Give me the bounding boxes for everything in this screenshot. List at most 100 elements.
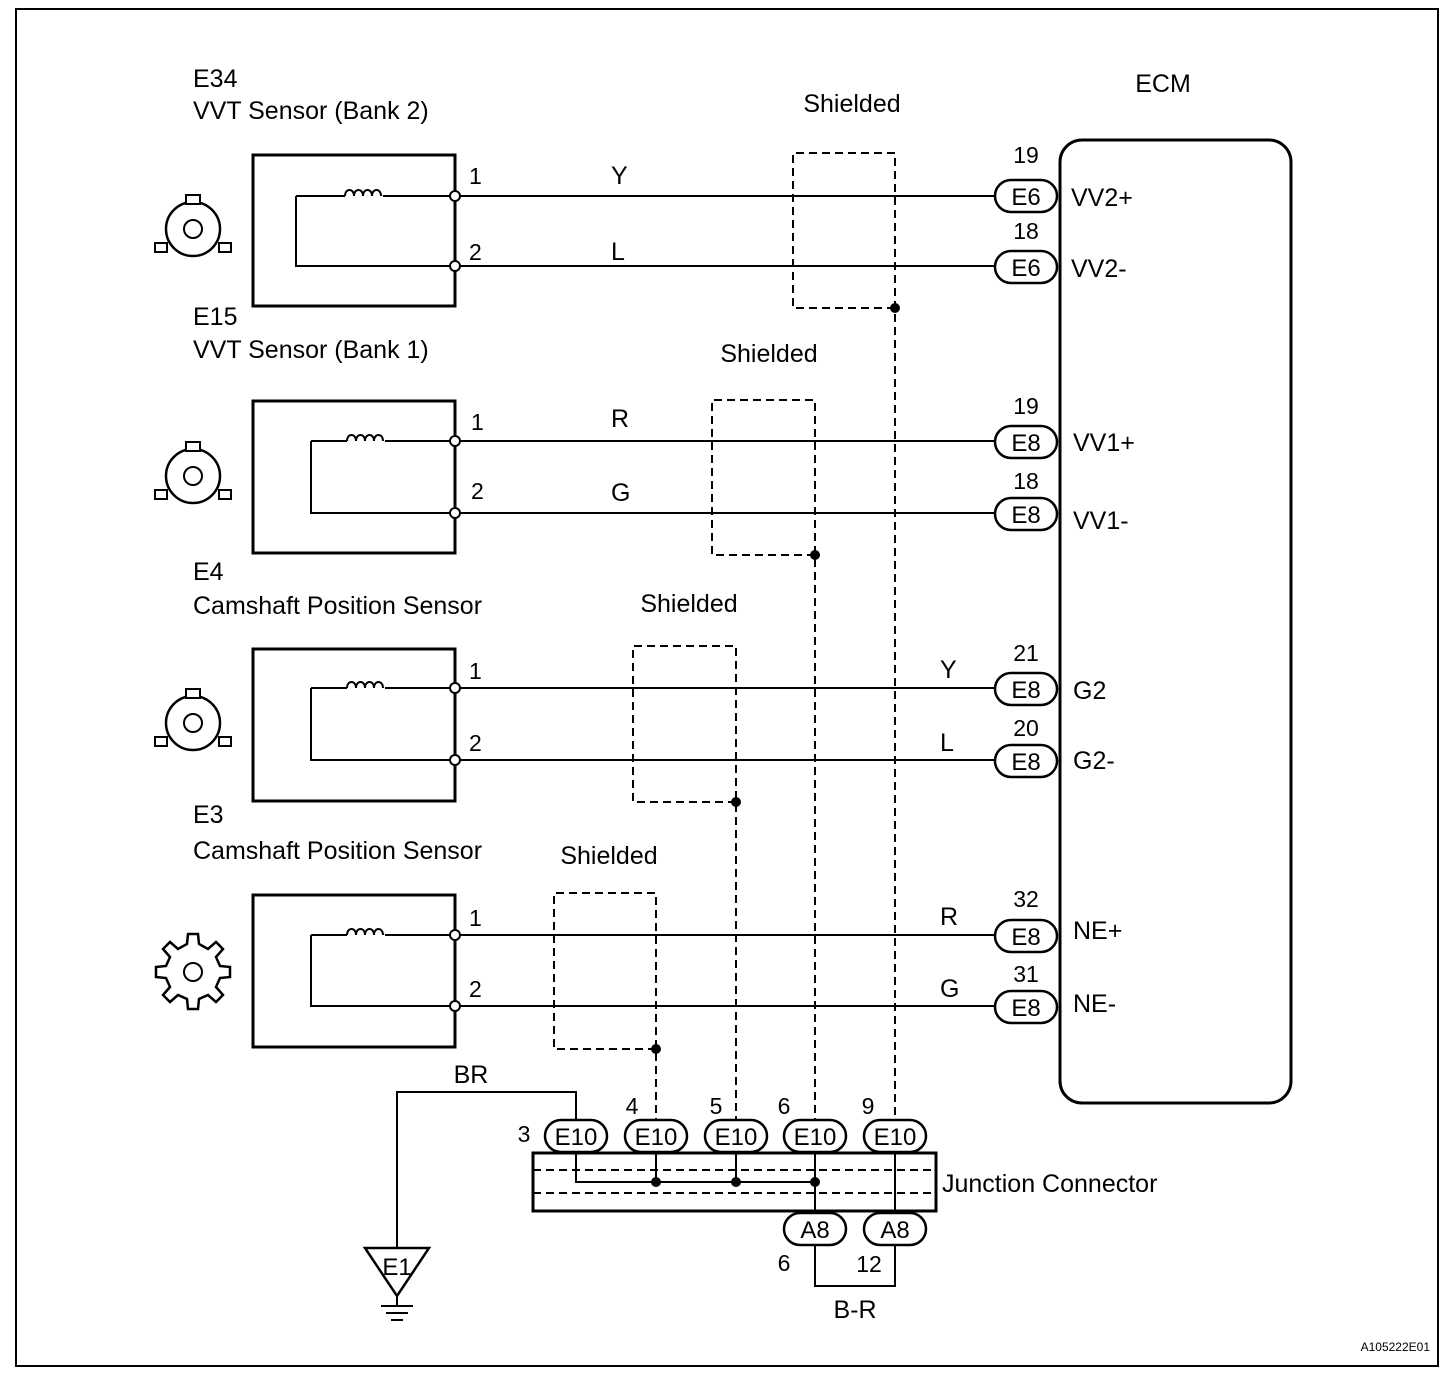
sensor-e15-id: E15 bbox=[193, 303, 237, 331]
junction-top-connector: 4 E10 bbox=[623, 1093, 689, 1154]
terminal-pin: 18 bbox=[1013, 218, 1039, 244]
junction-top-connector: 9 E10 bbox=[862, 1093, 928, 1154]
terminal-connector: E8 bbox=[1011, 924, 1040, 951]
ecm-terminal-ne-plus: 32 E8 NE+ bbox=[993, 886, 1122, 954]
ecm-terminal-vv1-minus: 18 E8 VV1- bbox=[993, 468, 1129, 535]
ground-wire-color: BR bbox=[454, 1061, 489, 1089]
terminal-pin: 21 bbox=[1013, 640, 1039, 666]
sensor-e15-box bbox=[251, 399, 457, 555]
ecm-title: ECM bbox=[1135, 70, 1191, 98]
wire-color: G bbox=[940, 975, 959, 1003]
ecm-terminal-vv2-minus: 18 E6 VV2- bbox=[993, 218, 1127, 285]
sensor-e34-name: VVT Sensor (Bank 2) bbox=[193, 97, 429, 125]
sensor-e4-box bbox=[251, 647, 457, 803]
terminal-pin: 20 bbox=[1013, 715, 1039, 741]
gear-icon bbox=[154, 688, 232, 752]
bottom-wire-color: B-R bbox=[833, 1296, 876, 1324]
ecm-terminal-vv1-plus: 19 E8 VV1+ bbox=[993, 393, 1135, 460]
coil-icon bbox=[346, 928, 384, 936]
ground-id: E1 bbox=[382, 1254, 411, 1281]
sensor-e4-name: Camshaft Position Sensor bbox=[193, 592, 482, 620]
coil-icon bbox=[346, 681, 384, 689]
wire-color: R bbox=[940, 903, 958, 931]
shield-4: Shielded bbox=[553, 842, 661, 1122]
terminal-pin: 6 bbox=[778, 1250, 791, 1276]
gear-icon bbox=[154, 441, 232, 505]
terminal-signal: VV2+ bbox=[1071, 184, 1133, 212]
terminal-pin: 6 bbox=[778, 1093, 791, 1119]
junction-top-connector: 5 E10 bbox=[703, 1093, 769, 1154]
shield-1: Shielded bbox=[792, 90, 901, 1122]
sensor-e4-pin2: 2 bbox=[469, 730, 482, 756]
sensor-e3: E3 Camshaft Position Sensor 1 2 bbox=[154, 801, 482, 1049]
junction-top-connector: 6 E10 bbox=[778, 1093, 848, 1154]
ecm-terminal-g2: 21 E8 G2 bbox=[993, 640, 1106, 707]
wire-color: L bbox=[940, 729, 954, 757]
terminal-signal: G2 bbox=[1073, 677, 1106, 705]
shielded-label: Shielded bbox=[640, 590, 737, 618]
sensor-e34-pin1: 1 bbox=[469, 163, 482, 189]
sensor-e3-id: E3 bbox=[193, 801, 224, 829]
sensor-e15-pin2: 2 bbox=[471, 478, 484, 504]
wire-color: L bbox=[611, 238, 625, 266]
terminal-signal: VV1+ bbox=[1073, 429, 1135, 457]
terminal-pin: 31 bbox=[1013, 961, 1039, 987]
terminal-pin: 18 bbox=[1013, 468, 1039, 494]
terminal-connector: E6 bbox=[1011, 255, 1040, 282]
terminal-connector: A8 bbox=[800, 1217, 829, 1244]
terminal-pin: 19 bbox=[1013, 393, 1039, 419]
sensor-e3-pin1: 1 bbox=[469, 905, 482, 931]
junction-label: Junction Connector bbox=[942, 1170, 1157, 1198]
terminal-signal: VV1- bbox=[1073, 507, 1129, 535]
coil-icon bbox=[344, 189, 382, 197]
wire-color: G bbox=[611, 479, 630, 507]
sensor-e3-name: Camshaft Position Sensor bbox=[193, 837, 482, 865]
ecm-terminal-ne-minus: 31 E8 NE- bbox=[993, 961, 1116, 1025]
terminal-connector: E10 bbox=[874, 1124, 917, 1151]
sensor-e4-id: E4 bbox=[193, 558, 224, 586]
terminal-signal: VV2- bbox=[1071, 255, 1127, 283]
junction-connector: Junction Connector 3 E10 4 E10 5 E10 6 bbox=[518, 1093, 1158, 1324]
sensor-e15-name: VVT Sensor (Bank 1) bbox=[193, 336, 429, 364]
terminal-connector: E6 bbox=[1011, 184, 1040, 211]
terminal-connector: E8 bbox=[1011, 995, 1040, 1022]
diagram-border bbox=[15, 8, 1439, 1367]
shield-3: Shielded bbox=[632, 590, 741, 1122]
ground: BR E1 bbox=[362, 1061, 577, 1321]
wire-color: Y bbox=[611, 162, 628, 190]
shielded-label: Shielded bbox=[720, 340, 817, 368]
ground-icon bbox=[381, 1305, 413, 1321]
terminal-signal: G2- bbox=[1073, 747, 1115, 775]
terminal-connector: E8 bbox=[1011, 677, 1040, 704]
shield-2: Shielded bbox=[711, 340, 820, 1122]
terminal-connector: E10 bbox=[555, 1124, 598, 1151]
terminal-signal: NE- bbox=[1073, 990, 1116, 1018]
terminal-pin: 19 bbox=[1013, 142, 1039, 168]
sensor-e4: E4 Camshaft Position Sensor 1 2 bbox=[154, 558, 482, 803]
terminal-pin: 9 bbox=[862, 1093, 875, 1119]
wire-color: R bbox=[611, 405, 629, 433]
sensor-e3-box bbox=[251, 893, 457, 1049]
terminal-signal: NE+ bbox=[1073, 917, 1122, 945]
terminal-pin: 5 bbox=[710, 1093, 723, 1119]
junction-bottom-connector: A8 12 bbox=[856, 1211, 928, 1277]
terminal-connector: E8 bbox=[1011, 430, 1040, 457]
ecm-box bbox=[1058, 138, 1293, 1105]
toothed-gear-icon bbox=[154, 932, 232, 1011]
sensor-e34: E34 VVT Sensor (Bank 2) 1 2 bbox=[154, 65, 482, 308]
figure-code: A105222E01 bbox=[1361, 1340, 1431, 1354]
ecm-terminal-vv2-plus: 19 E6 VV2+ bbox=[993, 142, 1133, 214]
sensor-e34-id: E34 bbox=[193, 65, 238, 93]
shielded-label: Shielded bbox=[560, 842, 657, 870]
terminal-connector: E8 bbox=[1011, 749, 1040, 776]
terminal-connector: E8 bbox=[1011, 502, 1040, 529]
sensor-e15-pin1: 1 bbox=[471, 409, 484, 435]
terminal-connector: E10 bbox=[794, 1124, 837, 1151]
terminal-pin: 12 bbox=[856, 1251, 882, 1277]
terminal-connector: E10 bbox=[715, 1124, 758, 1151]
sensor-e34-pin2: 2 bbox=[469, 239, 482, 265]
terminal-pin: 4 bbox=[626, 1093, 639, 1119]
junction-bottom-connector: A8 6 bbox=[778, 1211, 848, 1276]
wire-color: Y bbox=[940, 656, 957, 684]
